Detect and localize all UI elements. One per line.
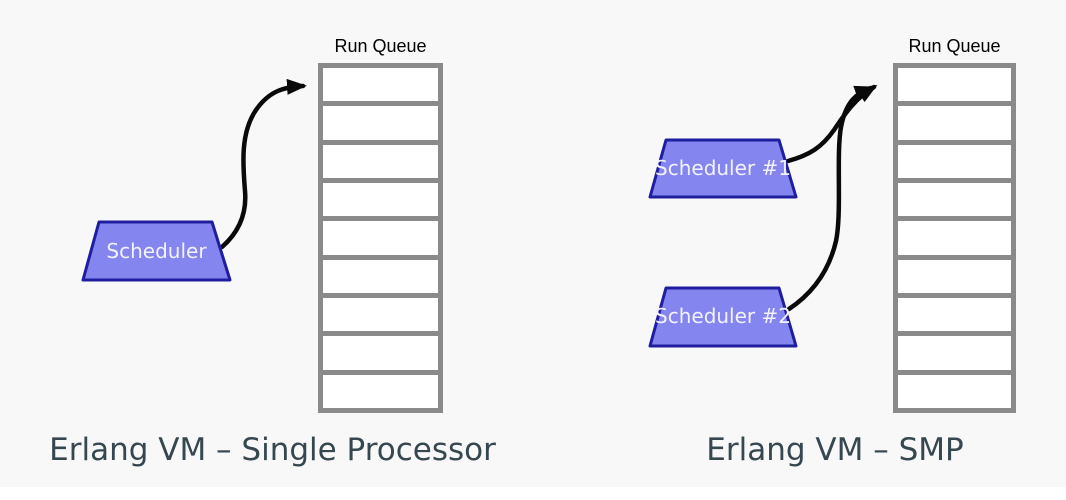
arrow-scheduler2-to-run-queue <box>786 85 875 312</box>
queue-cell <box>323 182 438 217</box>
queue-cell <box>898 182 1011 217</box>
queue-cell <box>323 297 438 332</box>
queue-cell <box>898 68 1011 102</box>
scheduler2-label: Scheduler #2 <box>655 304 791 328</box>
queue-cell <box>898 221 1011 255</box>
arrow-scheduler-to-run-queue <box>219 78 307 250</box>
run-queue-label-smp: Run Queue <box>908 36 1001 56</box>
queue-cell <box>323 336 438 370</box>
queue-cell <box>323 221 438 255</box>
queue-cell <box>898 259 1011 293</box>
queue-cell <box>323 144 438 178</box>
run-queue-single <box>318 63 443 413</box>
queue-cell <box>898 297 1011 332</box>
queue-cell <box>898 106 1011 140</box>
queue-cell <box>898 336 1011 370</box>
queue-cell <box>323 106 438 140</box>
footer-strip <box>0 487 1066 500</box>
queue-cell <box>323 374 438 408</box>
queue-cell <box>323 259 438 293</box>
scheduler-label: Scheduler <box>106 239 207 263</box>
queue-cell <box>323 68 438 102</box>
caption-smp: Erlang VM – SMP <box>706 432 964 468</box>
queue-cell <box>898 374 1011 408</box>
run-queue-label-single: Run Queue <box>334 36 427 56</box>
scheduler1-label: Scheduler #1 <box>655 156 791 180</box>
queue-cell <box>898 144 1011 178</box>
arrow-scheduler1-to-run-queue <box>785 84 878 164</box>
run-queue-smp <box>893 63 1016 413</box>
caption-single-processor: Erlang VM – Single Processor <box>49 432 496 468</box>
